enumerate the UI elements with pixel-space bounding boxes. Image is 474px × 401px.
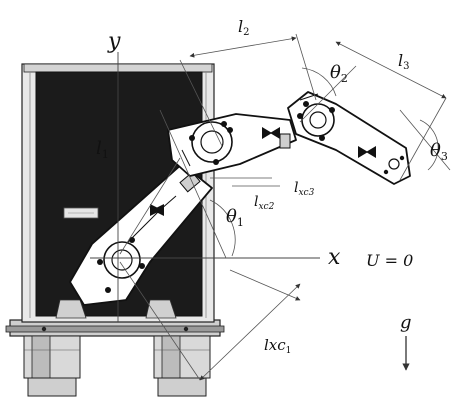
gravity-label: g	[400, 312, 412, 333]
lxc3-label: lxc3	[294, 180, 315, 198]
l2-label: l2	[238, 17, 250, 38]
link-1	[69, 163, 213, 306]
coordinate-axes	[90, 52, 320, 322]
lxc2-label: lxc2	[254, 194, 275, 212]
y-axis-label: y	[107, 29, 121, 54]
l3-dimension-line	[335, 41, 447, 99]
link-3	[287, 91, 411, 185]
base-leg-right	[153, 335, 211, 397]
lxc1-label: lxc1	[264, 336, 291, 356]
theta3-arc	[419, 119, 439, 171]
dimension-lines	[119, 33, 451, 381]
x-axis-label: x	[328, 245, 341, 270]
lxc1-dimension-line	[199, 283, 301, 381]
base-leg-left	[23, 335, 81, 397]
l1-dimension-line	[159, 109, 227, 259]
base-pedestal	[5, 319, 225, 397]
theta1-arc	[209, 199, 236, 257]
potential-reference-label: U = 0	[366, 251, 413, 270]
l1-label: l1	[96, 138, 109, 161]
l2-dimension-line	[189, 36, 297, 58]
link-2	[167, 113, 297, 177]
l3-label: l3	[398, 51, 410, 72]
theta2-arc	[301, 67, 337, 97]
theta1-label: θ1	[226, 206, 244, 229]
theta2-label: θ2	[330, 62, 348, 85]
theta3-label: θ3	[430, 140, 448, 163]
